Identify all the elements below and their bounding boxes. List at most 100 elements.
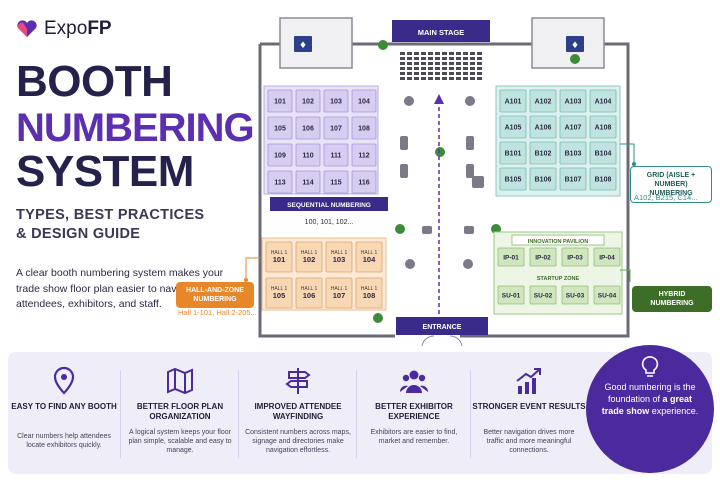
- booth[interactable]: [267, 170, 293, 194]
- booth[interactable]: [593, 247, 621, 267]
- seat: [400, 57, 405, 60]
- seat: [477, 62, 482, 65]
- booth-number: SU-04: [598, 293, 617, 300]
- booth[interactable]: [355, 241, 383, 273]
- booth[interactable]: [323, 89, 349, 113]
- booth[interactable]: [265, 241, 293, 273]
- seat: [435, 72, 440, 75]
- booth-number: 106: [302, 126, 314, 133]
- booth[interactable]: [325, 277, 353, 309]
- seat: [442, 67, 447, 70]
- description: A clear booth numbering system makes you…: [16, 267, 224, 310]
- booth-number: A103: [565, 99, 582, 106]
- feature-title: IMPROVED ATTENDEE WAYFINDING: [254, 402, 342, 421]
- booth[interactable]: [325, 241, 353, 273]
- booth-number: A102: [535, 99, 552, 106]
- booth[interactable]: [529, 167, 557, 191]
- booth[interactable]: [589, 167, 617, 191]
- booth-number: 116: [358, 180, 369, 187]
- booth[interactable]: [559, 167, 587, 191]
- booth[interactable]: [529, 285, 557, 305]
- entrance-banner[interactable]: [396, 317, 488, 335]
- booth[interactable]: [323, 170, 349, 194]
- booth[interactable]: [499, 141, 527, 165]
- booth[interactable]: [295, 116, 321, 140]
- booth[interactable]: [529, 247, 557, 267]
- seat: [456, 72, 461, 75]
- seat: [421, 67, 426, 70]
- seat: [428, 57, 433, 60]
- seat: [414, 72, 419, 75]
- restroom-glyph-right: ♦: [571, 41, 579, 51]
- booth[interactable]: [589, 141, 617, 165]
- booth-number: IP-03: [567, 255, 583, 262]
- brand-name-part1: Expo: [44, 18, 88, 39]
- seat: [407, 67, 412, 70]
- booth[interactable]: [561, 285, 589, 305]
- map-icon: [167, 367, 193, 395]
- booth[interactable]: [499, 89, 527, 113]
- feature-exhibitor: BETTER EXHIBITOR EXPERIENCE Exhibitors a…: [358, 352, 470, 474]
- seat: [456, 62, 461, 65]
- seat: [463, 77, 468, 80]
- booth[interactable]: [559, 115, 587, 139]
- booth-number: 110: [302, 153, 313, 160]
- main-stage[interactable]: [392, 20, 490, 42]
- seat: [449, 62, 454, 65]
- booth-prefix: HALL 1: [301, 286, 318, 292]
- booth[interactable]: [589, 89, 617, 113]
- restroom-sign-left-icon: [294, 36, 312, 52]
- booth[interactable]: [529, 141, 557, 165]
- booth[interactable]: [295, 143, 321, 167]
- booth[interactable]: [355, 277, 383, 309]
- plant-icon: [395, 224, 405, 234]
- booth-number: A101: [505, 99, 522, 106]
- booth[interactable]: [499, 167, 527, 191]
- booth[interactable]: [323, 143, 349, 167]
- feature-desc: Better navigation drives more traffic an…: [483, 429, 575, 454]
- hall-callout-label: HALL-AND-ZONE NUMBERING: [176, 282, 254, 308]
- seat: [463, 62, 468, 65]
- seat: [407, 57, 412, 60]
- booth-number: 115: [330, 180, 341, 187]
- booth[interactable]: [351, 143, 377, 167]
- booth[interactable]: [559, 141, 587, 165]
- booth[interactable]: [589, 115, 617, 139]
- booth[interactable]: [267, 116, 293, 140]
- seat: [449, 77, 454, 80]
- booth-prefix: HALL 1: [361, 286, 378, 292]
- feature-title: EASY TO FIND ANY BOOTH: [11, 402, 117, 411]
- booth[interactable]: [559, 89, 587, 113]
- booth[interactable]: [351, 116, 377, 140]
- booth[interactable]: [295, 89, 321, 113]
- booth[interactable]: [561, 247, 589, 267]
- booth[interactable]: [265, 277, 293, 309]
- divider: [238, 370, 239, 458]
- booth[interactable]: [323, 116, 349, 140]
- location-pin-icon: [53, 366, 75, 395]
- booth-number: 112: [358, 153, 369, 160]
- booth[interactable]: [295, 241, 323, 273]
- hero-panel: ExpoFP BOOTH NUMBERING SYSTEM TYPES, BES…: [0, 0, 255, 350]
- hybrid-callout-example: Hall 1B-C112, SU-02...: [634, 304, 710, 313]
- booth[interactable]: [529, 89, 557, 113]
- booth[interactable]: [295, 277, 323, 309]
- booth[interactable]: [529, 115, 557, 139]
- hybrid-callout-connector: [620, 269, 631, 282]
- booth[interactable]: [497, 247, 525, 267]
- subtitle-line1: TYPES, BEST PRACTICES: [16, 207, 205, 223]
- booth[interactable]: [351, 89, 377, 113]
- booth-number: 102: [303, 255, 316, 264]
- brand-logo[interactable]: ExpoFP: [16, 18, 112, 40]
- booth-number: B107: [565, 177, 582, 184]
- booth[interactable]: [295, 170, 321, 194]
- booth[interactable]: [267, 143, 293, 167]
- booth[interactable]: [351, 170, 377, 194]
- booth[interactable]: [497, 285, 525, 305]
- booth[interactable]: [499, 115, 527, 139]
- walls: [258, 42, 630, 338]
- booth[interactable]: [267, 89, 293, 113]
- booth[interactable]: [593, 285, 621, 305]
- booth-prefix: HALL 1: [271, 250, 288, 256]
